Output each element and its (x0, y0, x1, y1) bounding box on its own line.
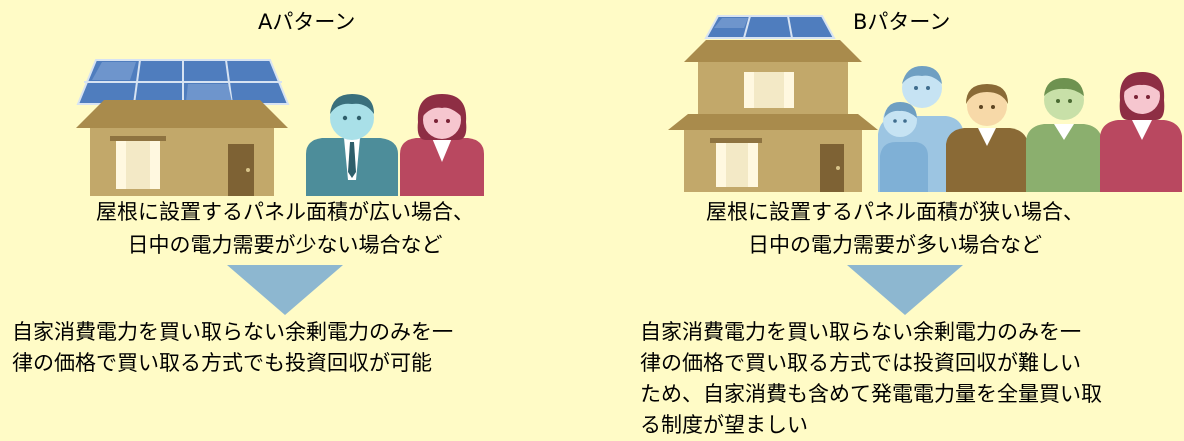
pattern-a-result-line2: 律の価格で買い取る方式でも投資回収が可能 (12, 351, 432, 375)
pattern-b-result: 自家消費電力を買い取らない余剰電力のみを一 律の価格で買い取る方式では投資回収が… (640, 317, 1102, 441)
down-arrow-a (227, 265, 343, 315)
grandfather-icon (946, 84, 1028, 192)
down-arrow-b (847, 265, 963, 315)
pattern-a-result: 自家消費電力を買い取らない余剰電力のみを一 律の価格で買い取る方式でも投資回収が… (12, 317, 453, 379)
house-b (668, 40, 878, 192)
pattern-b-result-line4: る制度が望ましい (640, 413, 808, 437)
father-with-child-icon (878, 66, 964, 192)
man-icon (306, 94, 398, 196)
pattern-a-condition-line2: 日中の電力需要が少ない場合など (127, 233, 443, 257)
pattern-b-condition: 屋根に設置するパネル面積が狭い場合、 日中の電力需要が多い場合など (650, 196, 1140, 262)
pattern-a-condition: 屋根に設置するパネル面積が広い場合、 日中の電力需要が少ない場合など (55, 196, 515, 262)
pattern-b-condition-line2: 日中の電力需要が多い場合など (748, 233, 1042, 257)
pattern-b-title: Bパターン (853, 10, 951, 34)
pattern-b-result-line1: 自家消費電力を買い取らない余剰電力のみを一 (640, 320, 1081, 344)
pattern-b-condition-line1: 屋根に設置するパネル面積が狭い場合、 (706, 200, 1084, 224)
woman-icon (400, 94, 484, 196)
people-a (306, 94, 484, 196)
mother-icon (1100, 72, 1182, 192)
pattern-b-result-line3: ため、自家消費も含めて発電電力量を全量買い取 (640, 382, 1102, 406)
pattern-b-result-line2: 律の価格で買い取る方式では投資回収が難しい (640, 351, 1081, 375)
solar-panel-b (704, 15, 836, 39)
solar-panel-a (76, 59, 290, 105)
people-b (878, 66, 1182, 192)
pattern-a-result-line1: 自家消費電力を買い取らない余剰電力のみを一 (12, 320, 453, 344)
pattern-a-title: Aパターン (258, 10, 356, 34)
pattern-a-condition-line1: 屋根に設置するパネル面積が広い場合、 (96, 200, 474, 224)
house-a (76, 100, 288, 196)
grandmother-icon (1026, 78, 1102, 192)
